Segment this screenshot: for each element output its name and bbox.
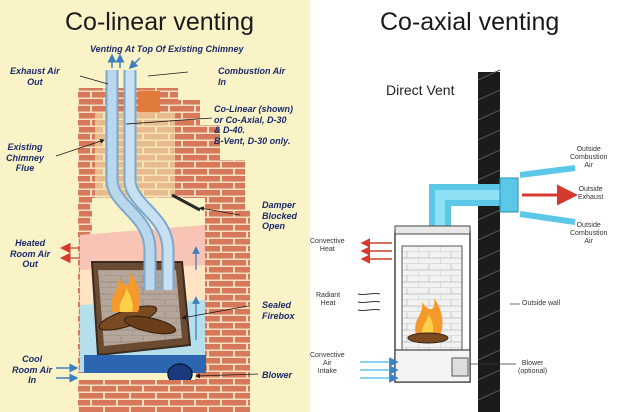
colinear-vent-pipes — [105, 70, 201, 290]
label-exhaust-air: Exhaust Air Out — [10, 66, 60, 87]
outside-wall — [477, 69, 501, 412]
label-vent-types: Co-Linear (shown) or Co-Axial, D-30 & D-… — [214, 104, 293, 146]
label-convective-heat: Convective Heat — [310, 238, 345, 253]
label-sealed-firebox: Sealed Firebox — [262, 300, 295, 321]
co-axial-title: Co-axial venting — [380, 8, 560, 36]
left-airflow-arrows — [56, 53, 200, 383]
label-radiant-heat: Radiant Heat — [316, 292, 341, 307]
right-airflow-arrows — [357, 238, 399, 383]
label-outside-combustion-2: Outside Combustion Air — [570, 222, 608, 245]
right-leader-lines — [470, 303, 520, 365]
co-linear-title: Co-linear venting — [65, 8, 254, 36]
direct-vent-subtitle: Direct Vent — [386, 82, 455, 98]
label-outside-wall: Outside wall — [522, 300, 561, 307]
label-combustion-air: Combustion Air In — [218, 66, 286, 87]
label-cool-air: Cool Room Air In — [12, 354, 53, 385]
label-outside-combustion-1: Outside Combustion Air — [570, 146, 608, 169]
label-outside-exhaust: Outside Exhaust — [578, 186, 604, 201]
left-leader-lines — [55, 71, 259, 379]
label-blower: Blower — [262, 370, 293, 380]
label-convective-intake: Convective Air Intake — [310, 352, 345, 375]
label-venting-top: Venting At Top Of Existing Chimney — [90, 44, 244, 54]
label-blower-optional: Blower (optional) — [518, 360, 548, 375]
label-existing-flue: Existing Chimney Flue — [6, 142, 45, 173]
direct-vent-fireplace — [394, 225, 471, 383]
label-damper: Damper Blocked Open — [262, 200, 298, 231]
label-heated-air: Heated Room Air Out — [10, 238, 51, 269]
coaxial-vent-pipe — [429, 165, 578, 232]
